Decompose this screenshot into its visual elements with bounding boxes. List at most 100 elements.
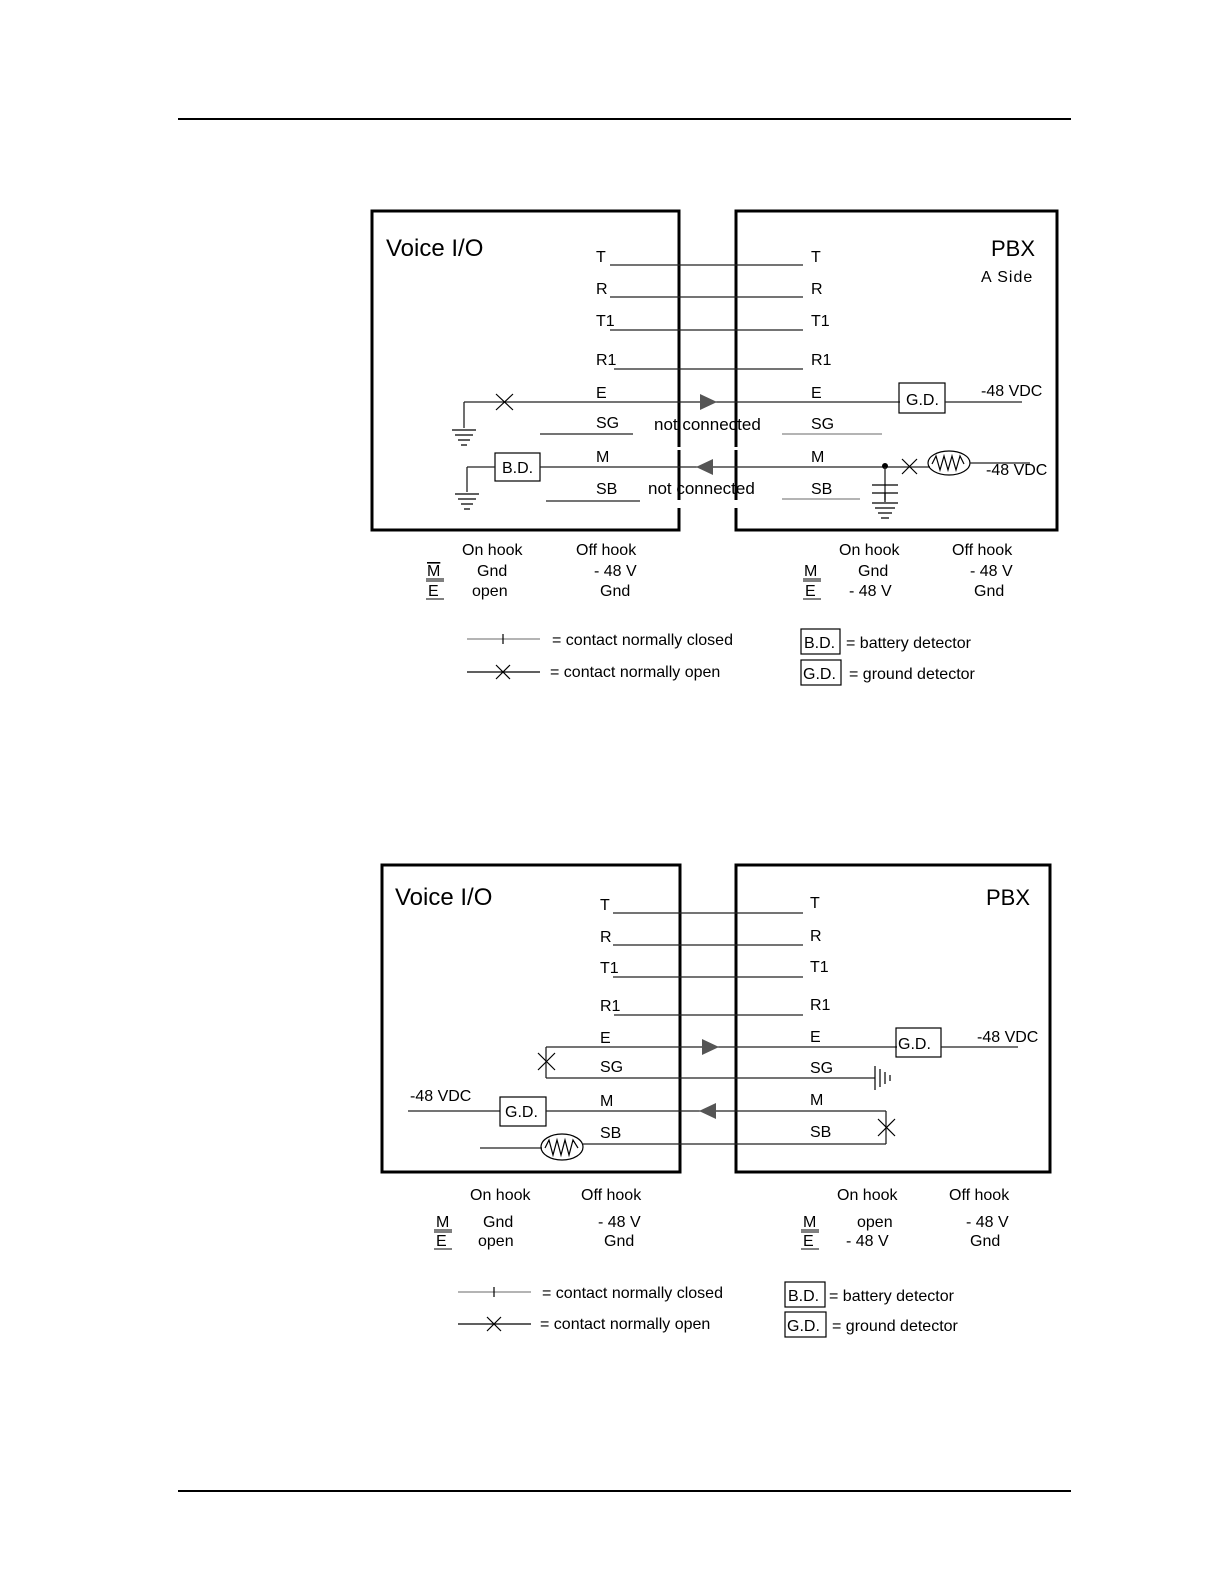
off-hook-header-right-2: Off hook (949, 1187, 1010, 1204)
contact-open-icon (495, 664, 511, 680)
lead-label-right-e: E (811, 385, 822, 402)
lead-label-left-e-2: E (600, 1030, 611, 1047)
ground-icon (874, 1066, 891, 1090)
lead-label-right-e-2: E (810, 1029, 821, 1046)
lead-label-right-sg: SG (811, 416, 834, 433)
legend-gd-box-1 (800, 659, 842, 686)
lead-label-right-r1-2: R1 (810, 997, 831, 1014)
lead-label-left-e: E (596, 385, 607, 402)
off-hook-header-right-1: Off hook (952, 542, 1013, 559)
lead-label-left-sg-2: SG (600, 1059, 623, 1076)
lead-label-right-t1-2: T1 (810, 959, 829, 976)
not-connected-sb: not connected (648, 479, 755, 498)
e-row-label-left-2: E (436, 1233, 447, 1250)
m-off-hook-right-2: - 48 V (966, 1214, 1009, 1231)
on-hook-header-left-1: On hook (462, 542, 523, 559)
m-row-label-left-2: M (436, 1214, 449, 1231)
lead-label-right-sb: SB (811, 481, 832, 498)
lead-label-left-t1-2: T1 (600, 960, 619, 977)
arrow-left-icon (696, 459, 713, 475)
gd-label-right-2: G.D. (898, 1036, 931, 1053)
vdc-label-left-2: -48 VDC (410, 1088, 471, 1105)
vdc-label-right-2: -48 VDC (977, 1029, 1038, 1046)
m-row-label-right-1: M (804, 563, 817, 580)
m-on-hook-right-2: open (857, 1214, 893, 1231)
lead-label-left-t1: T1 (596, 313, 615, 330)
lead-label-left-r-2: R (600, 929, 612, 946)
lead-label-left-sg: SG (596, 415, 619, 432)
legend-bd-text-1: = battery detector (846, 635, 972, 652)
gd-label-1: G.D. (906, 392, 939, 409)
m-on-hook-right-1: Gnd (858, 563, 888, 580)
legend-closed-text-1: = contact normally closed (552, 632, 733, 649)
off-hook-header-left-2: Off hook (581, 1187, 642, 1204)
legend-gd-label-1: G.D. (803, 666, 836, 683)
capacitor-ground-icon (872, 484, 898, 519)
vdc-label-2: -48 VDC (986, 462, 1047, 479)
resistor-zigzag-icon (544, 1137, 579, 1158)
legend-gd-text-1: = ground detector (849, 666, 976, 683)
pbx-title-1: PBX (991, 236, 1035, 261)
not-connected-sg: not connected (654, 415, 761, 434)
arrow-right-icon (702, 1039, 719, 1055)
lead-label-right-m: M (811, 449, 824, 466)
legend-gd-box-2 (784, 1311, 827, 1338)
resistor-zigzag-icon (931, 453, 965, 473)
lead-label-left-r: R (596, 281, 608, 298)
m-row-label-right-2: M (803, 1214, 816, 1231)
ground-icon (455, 493, 479, 510)
pbx-title-2: PBX (986, 885, 1030, 910)
legend-bd-text-2: = battery detector (829, 1288, 955, 1305)
lead-label-right-r1: R1 (811, 352, 832, 369)
gd-box-1 (898, 382, 946, 414)
lead-label-left-sb-2: SB (600, 1125, 621, 1142)
pbx-box-2 (734, 863, 1052, 1174)
lead-label-right-t1: T1 (811, 313, 830, 330)
pbx-box-1 (734, 209, 1059, 532)
gd-label-left-2: G.D. (505, 1104, 538, 1121)
pbx-subtitle-1: A Side (981, 269, 1033, 286)
e-off-hook-right-2: Gnd (970, 1233, 1000, 1250)
m-row-label-left-1: M (427, 563, 440, 580)
e-row-label-right-1: E (805, 583, 816, 600)
legend-bd-box-2 (784, 1281, 826, 1308)
voice-io-title-1: Voice I/O (386, 235, 483, 262)
resistor-icon (540, 1133, 584, 1161)
on-hook-header-left-2: On hook (470, 1187, 531, 1204)
contact-open-icon (486, 1316, 502, 1332)
voice-io-box-2 (380, 863, 682, 1174)
contact-open-icon (495, 393, 514, 411)
contact-open-icon (901, 458, 918, 475)
contact-open-icon (877, 1118, 896, 1137)
legend-bd-label-1: B.D. (804, 635, 835, 652)
legend-gd-text-2: = ground detector (832, 1318, 959, 1335)
lead-label-right-t: T (811, 249, 821, 266)
lead-label-right-r: R (811, 281, 823, 298)
lead-label-right-sb-2: SB (810, 1124, 831, 1141)
gd-box-right-2 (895, 1027, 942, 1058)
lead-label-right-sg-2: SG (810, 1060, 833, 1077)
e-off-hook-left-1: Gnd (600, 583, 630, 600)
legend-bd-box-1 (800, 628, 841, 655)
on-hook-header-right-2: On hook (837, 1187, 898, 1204)
figure-2: Voice I/O PBX T R T1 R1 E SG M SB T R T1… (380, 863, 1052, 1338)
legend-open-text-2: = contact normally open (540, 1316, 710, 1333)
bd-label-1: B.D. (502, 460, 533, 477)
on-hook-header-right-1: On hook (839, 542, 900, 559)
e-on-hook-right-2: - 48 V (846, 1233, 889, 1250)
lead-label-left-r1: R1 (596, 352, 617, 369)
e-off-hook-left-2: Gnd (604, 1233, 634, 1250)
legend-closed-text-2: = contact normally closed (542, 1285, 723, 1302)
m-on-hook-left-2: Gnd (483, 1214, 513, 1231)
legend-gd-label-2: G.D. (787, 1318, 820, 1335)
legend-bd-label-2: B.D. (788, 1288, 819, 1305)
m-on-hook-left-1: Gnd (477, 563, 507, 580)
legend-open-text-1: = contact normally open (550, 664, 720, 681)
lead-label-left-sb: SB (596, 481, 617, 498)
e-row-label-left-1: E (428, 583, 439, 600)
e-off-hook-right-1: Gnd (974, 583, 1004, 600)
voice-io-title-2: Voice I/O (395, 884, 492, 911)
contact-open-icon (537, 1052, 556, 1071)
ground-icon (452, 429, 476, 446)
